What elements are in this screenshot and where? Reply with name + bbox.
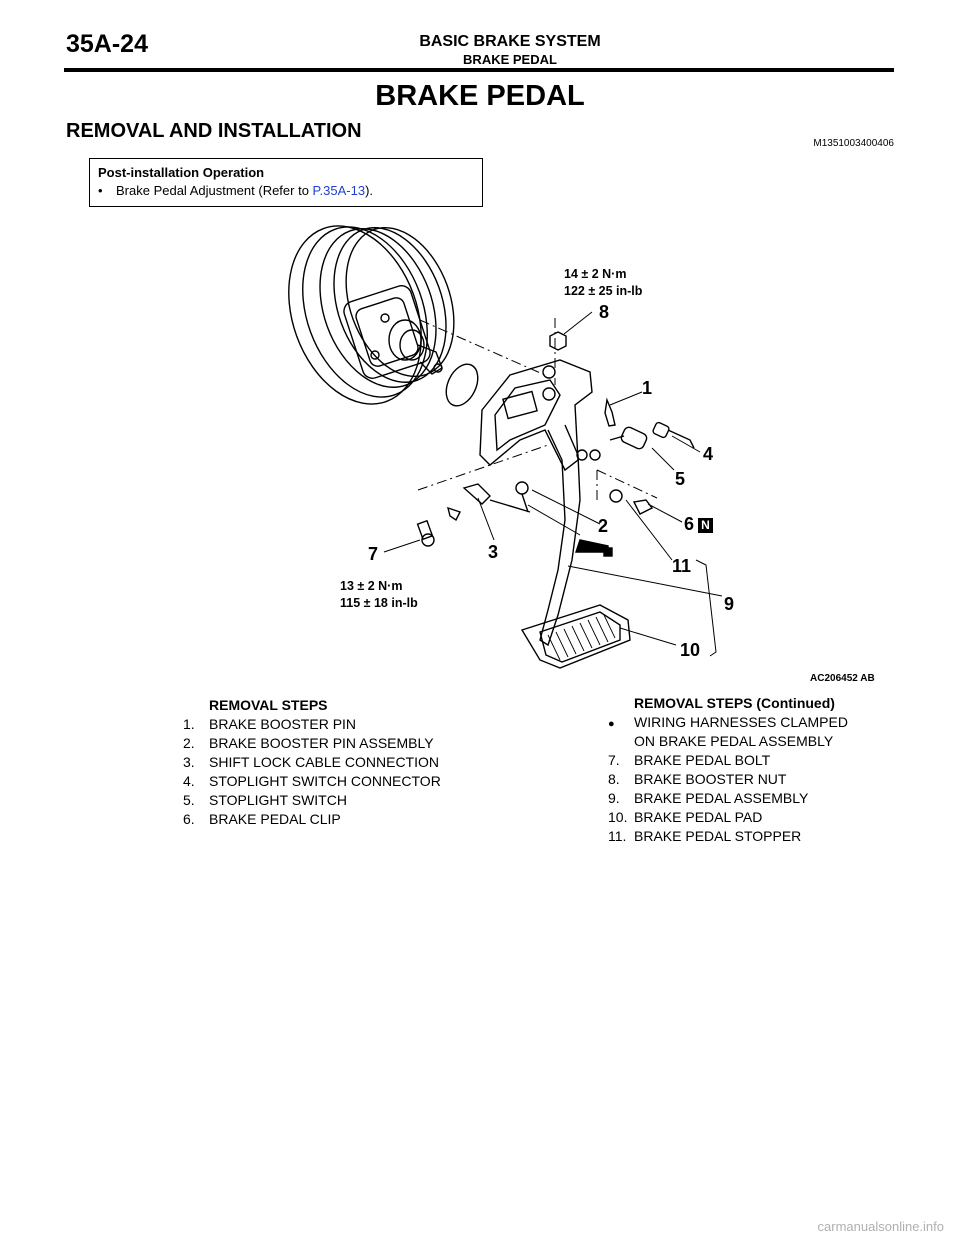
step-text: BRAKE PEDAL ASSEMBLY [634, 790, 809, 806]
list-item: 8. BRAKE BOOSTER NUT [608, 770, 848, 789]
figure-id: AC206452 AB [810, 673, 875, 684]
step-number: 1. [183, 716, 195, 732]
callout-1: 1 [642, 378, 653, 398]
torque-upper-metric: 14 ± 2 N·m [564, 267, 627, 281]
post-installation-box: Post-installation Operation • Brake Pedal… [89, 158, 483, 207]
header-rule [64, 68, 894, 72]
footer-watermark: carmanualsonline.info [817, 1219, 944, 1234]
post-installation-item: • Brake Pedal Adjustment (Refer to P.35A-… [98, 183, 373, 198]
n-badge: N [698, 518, 713, 533]
torque-spec-upper: 14 ± 2 N·m 122 ± 25 in-lb [564, 266, 642, 300]
torque-spec-lower: 13 ± 2 N·m 115 ± 18 in-lb [340, 578, 418, 612]
step-number: 4. [183, 773, 195, 789]
pedal-arm-illustration [539, 424, 581, 647]
removal-steps-list: 1. BRAKE BOOSTER PIN 2. BRAKE BOOSTER PIN … [183, 715, 441, 829]
list-item: 1. BRAKE BOOSTER PIN [183, 715, 441, 734]
step-text: BRAKE PEDAL CLIP [209, 811, 341, 827]
list-item: ● WIRING HARNESSES CLAMPED [608, 713, 848, 732]
step-text: BRAKE BOOSTER NUT [634, 771, 787, 787]
section-heading: REMOVAL AND INSTALLATION [66, 120, 362, 142]
step-text: BRAKE BOOSTER PIN ASSEMBLY [209, 735, 434, 751]
subsystem-title: BRAKE PEDAL [463, 52, 557, 67]
page-reference-link[interactable]: P.35A-13 [312, 183, 366, 198]
torque-lower-imperial: 115 ± 18 in-lb [340, 596, 418, 610]
torque-upper-imperial: 122 ± 25 in-lb [564, 284, 643, 298]
list-item: 7. BRAKE PEDAL BOLT [608, 751, 848, 770]
bullet-icon: • [98, 183, 103, 198]
pedal-pad-illustration [520, 604, 631, 669]
step-text: BRAKE PEDAL BOLT [634, 752, 771, 768]
step-number: 10. [608, 809, 628, 825]
brake-booster-illustration [288, 225, 479, 407]
removal-steps-continued-list: ● WIRING HARNESSES CLAMPED ON BRAKE PEDAL… [608, 713, 848, 846]
list-item: 9. BRAKE PEDAL ASSEMBLY [608, 789, 848, 808]
pedal-bracket-illustration [479, 359, 601, 472]
removal-steps-heading: REMOVAL STEPS [209, 697, 328, 713]
list-item: ON BRAKE PEDAL ASSEMBLY [608, 732, 848, 751]
list-item: 3. SHIFT LOCK CABLE CONNECTION [183, 753, 441, 772]
step-text: BRAKE PEDAL STOPPER [634, 828, 802, 844]
reference-code: M1351003400406 [813, 138, 894, 149]
step-number: 5. [183, 792, 195, 808]
step-number: 7. [608, 752, 620, 768]
page-title: BRAKE PEDAL [375, 80, 585, 112]
step-number: 11. [608, 828, 627, 844]
callout-8: 8 [599, 302, 610, 322]
callout-11: 11 [672, 556, 692, 576]
page-code: 35A-24 [66, 30, 148, 58]
small-parts-illustration [416, 331, 695, 547]
callout-3: 3 [488, 542, 499, 562]
removal-steps-continued-heading: REMOVAL STEPS (Continued) [634, 695, 835, 711]
step-text: BRAKE BOOSTER PIN [209, 716, 357, 732]
list-item: 4. STOPLIGHT SWITCH CONNECTOR [183, 772, 441, 791]
callout-2: 2 [598, 516, 609, 536]
step-text-continued: ON BRAKE PEDAL ASSEMBLY [634, 733, 834, 749]
step-number: 8. [608, 771, 620, 787]
callout-4: 4 [703, 444, 714, 464]
step-text: STOPLIGHT SWITCH CONNECTOR [209, 773, 441, 789]
brake-pedal-diagram [288, 225, 723, 669]
callout-6: 6 [684, 514, 695, 534]
torque-lower-metric: 13 ± 2 N·m [340, 579, 403, 593]
callout-10: 10 [680, 640, 701, 660]
step-text: STOPLIGHT SWITCH [209, 792, 347, 808]
bullet-icon: ● [608, 718, 615, 730]
step-text: SHIFT LOCK CABLE CONNECTION [209, 754, 440, 770]
callout-9: 9 [724, 594, 735, 614]
callout-5: 5 [675, 469, 686, 489]
list-item: 6. BRAKE PEDAL CLIP [183, 810, 441, 829]
step-number: 9. [608, 790, 620, 806]
list-item: 5. STOPLIGHT SWITCH [183, 791, 441, 810]
step-number: 2. [183, 735, 195, 751]
grease-symbol-icon [575, 539, 613, 557]
callout-7: 7 [368, 544, 379, 564]
item-text: Brake Pedal Adjustment (Refer to [116, 183, 313, 198]
list-item: 11. BRAKE PEDAL STOPPER [608, 827, 848, 846]
item-suffix: ). [365, 183, 374, 198]
step-number: 3. [183, 754, 195, 770]
step-number: 6. [183, 811, 195, 827]
list-item: 10. BRAKE PEDAL PAD [608, 808, 848, 827]
system-title: BASIC BRAKE SYSTEM [419, 33, 601, 50]
step-text: BRAKE PEDAL PAD [634, 809, 763, 825]
post-installation-title: Post-installation Operation [98, 165, 265, 180]
list-item: 2. BRAKE BOOSTER PIN ASSEMBLY [183, 734, 441, 753]
step-text: WIRING HARNESSES CLAMPED [634, 714, 848, 730]
